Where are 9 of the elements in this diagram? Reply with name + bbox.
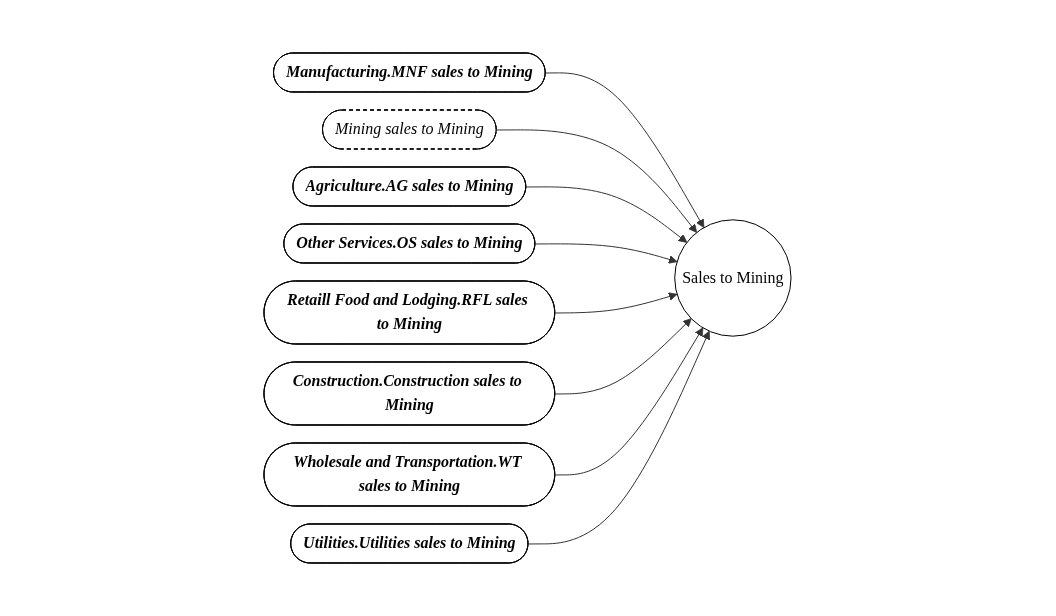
arrow [526,186,688,243]
arrow [555,292,678,314]
arrow [555,327,704,476]
arrow [555,318,693,395]
arrow [545,72,705,228]
node-circle: Sales to Mining [674,219,792,337]
arrow [496,129,698,233]
arrow [535,243,678,264]
arrow [528,330,711,545]
